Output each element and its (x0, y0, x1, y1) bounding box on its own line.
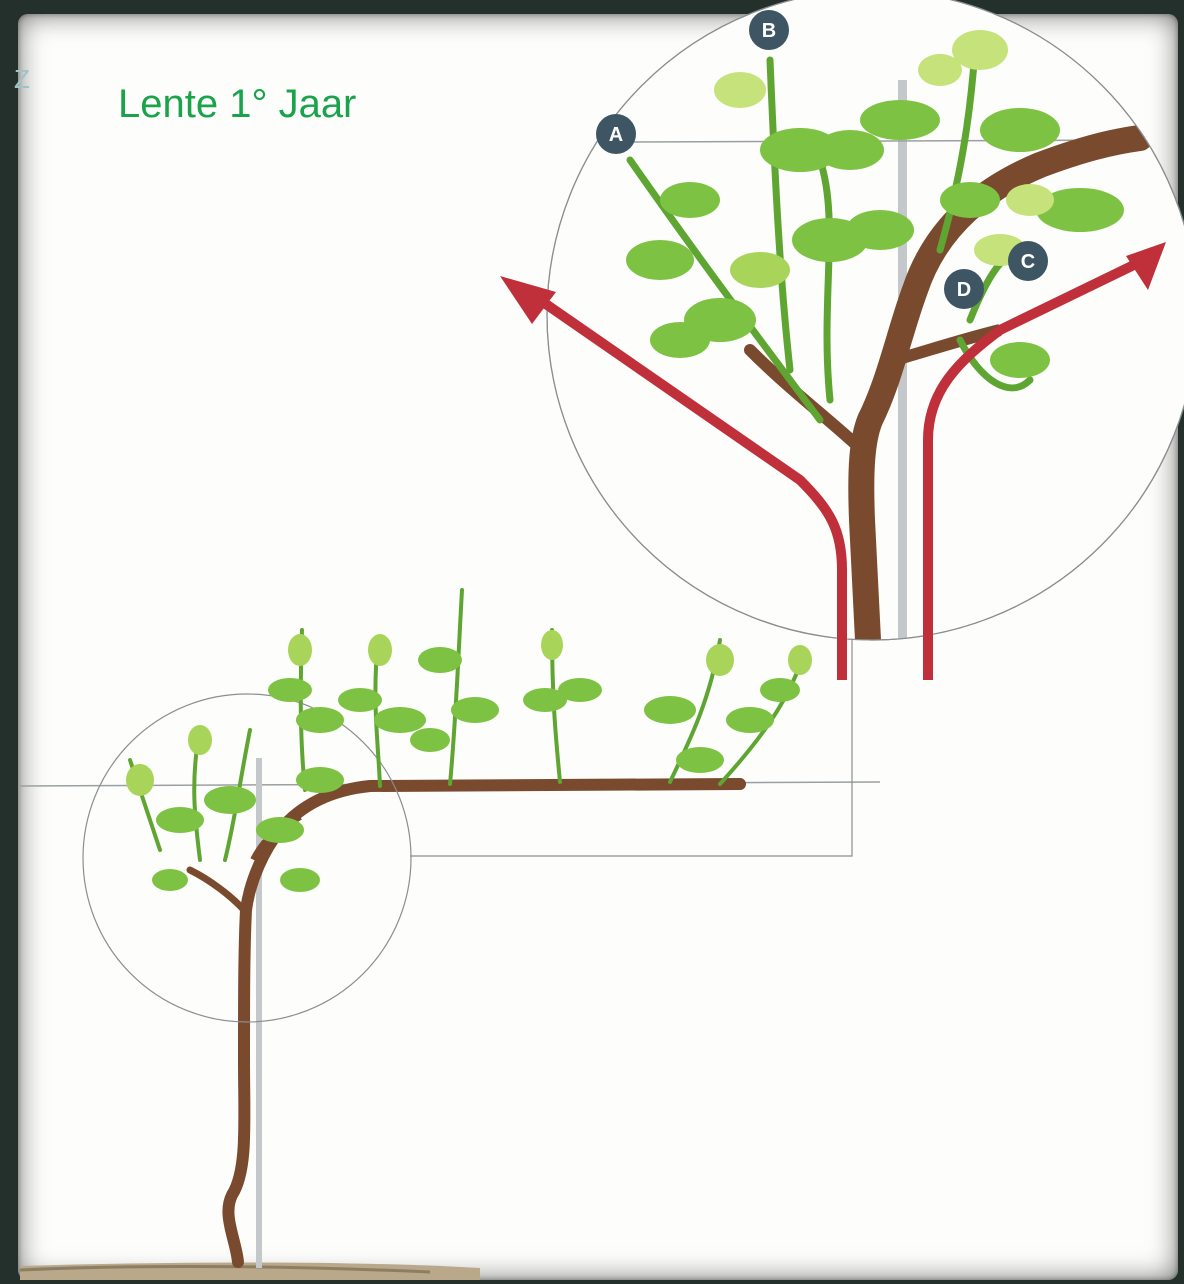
badge-a: A (596, 114, 636, 154)
badge-c-label: C (1021, 251, 1035, 273)
zoom-connector (410, 640, 852, 856)
cordon-shoots (130, 590, 805, 860)
badge-a-label: A (609, 124, 623, 146)
badge-d: D (944, 269, 984, 309)
badge-d-label: D (957, 279, 971, 301)
page-title: Lente 1° Jaar (118, 82, 356, 127)
badge-b: B (749, 10, 789, 50)
badge-b-label: B (762, 20, 776, 42)
corner-letter: Z (14, 64, 30, 95)
cordon-leaves (126, 630, 812, 892)
badge-c: C (1008, 241, 1048, 281)
